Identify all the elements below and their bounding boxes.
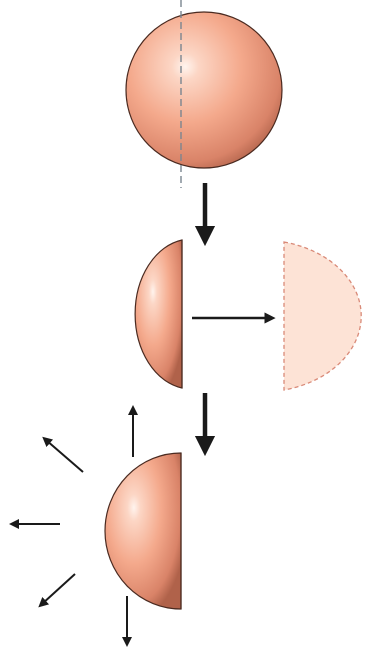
half-sphere-with-forces [14, 410, 181, 642]
half-sphere [135, 240, 182, 388]
whole-sphere [126, 0, 282, 188]
half-sphere-2-body [105, 453, 181, 609]
force-arrow-lower-left [42, 574, 75, 604]
half-cross-section [284, 242, 361, 390]
whole-sphere-body [126, 12, 282, 168]
force-arrow-upper-left [46, 440, 83, 472]
half-sphere-body [135, 240, 182, 388]
